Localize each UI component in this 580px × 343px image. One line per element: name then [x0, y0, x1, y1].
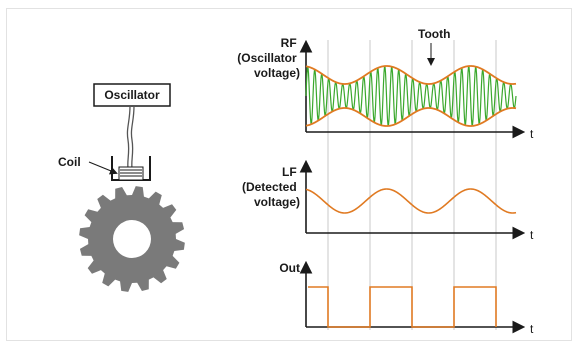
out-square-wave [308, 286, 497, 328]
rf-carrier-wave [305, 66, 517, 126]
oscillator-box: Oscillator [93, 83, 171, 107]
out-t-label: t [530, 322, 534, 336]
rf-plot: RF (Oscillator voltage) t [237, 36, 534, 141]
coil-icon [111, 156, 151, 181]
coil-label: Coil [58, 155, 81, 169]
oscillator-label: Oscillator [104, 88, 160, 102]
lf-plot: LF (Detected voltage) t [242, 159, 534, 242]
out-axis-label: Out [279, 261, 300, 275]
lf-axis-label: LF (Detected voltage) [242, 165, 300, 209]
lf-t-label: t [530, 228, 534, 242]
lf-detected-wave [305, 188, 517, 214]
coil-callout: Coil [58, 155, 118, 175]
rf-t-label: t [530, 127, 534, 141]
rf-axis-label: RF (Oscillator voltage) [237, 36, 300, 80]
gear-icon [79, 186, 185, 292]
out-plot: Out t [279, 260, 534, 336]
tooth-label: Tooth [418, 27, 450, 41]
tooth-callout: Tooth [418, 27, 450, 66]
coil-wires [126, 105, 135, 169]
rf-envelope-lower [305, 107, 517, 127]
figure-frame [6, 8, 572, 341]
rf-envelope-upper [305, 65, 517, 85]
